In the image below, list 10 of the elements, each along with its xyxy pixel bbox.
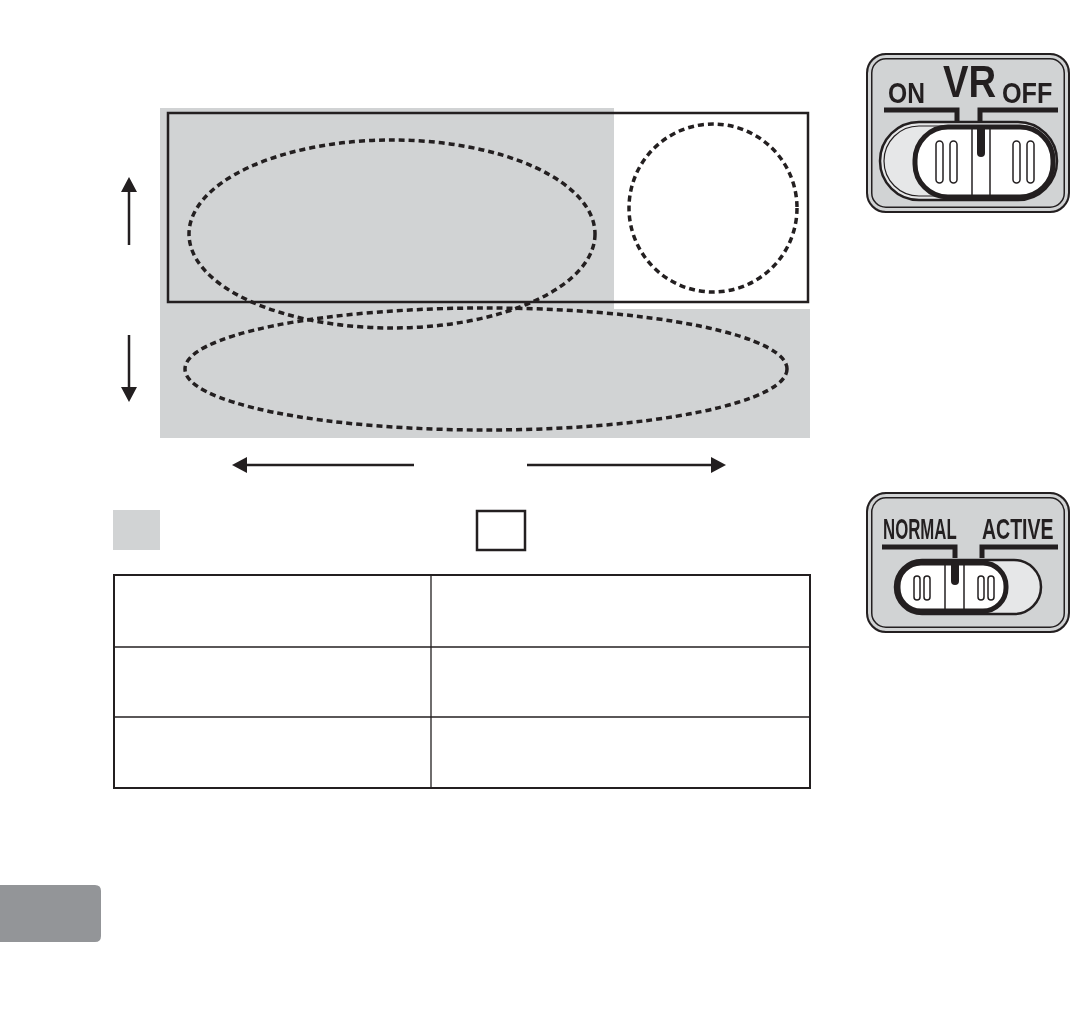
switch-position-label: OFF [1002, 78, 1053, 108]
dashed-ellipse [183, 306, 789, 432]
switch-position-label: ON [888, 78, 925, 108]
switch-position-label: ACTIVE [982, 514, 1054, 544]
switch-panel [866, 492, 1070, 633]
switch-name-label: VR [943, 59, 997, 104]
dashed-circle [627, 122, 799, 294]
switch-panel [866, 53, 1070, 213]
dashed-ellipse [187, 138, 597, 330]
switch-position-label: NORMAL [883, 514, 957, 544]
